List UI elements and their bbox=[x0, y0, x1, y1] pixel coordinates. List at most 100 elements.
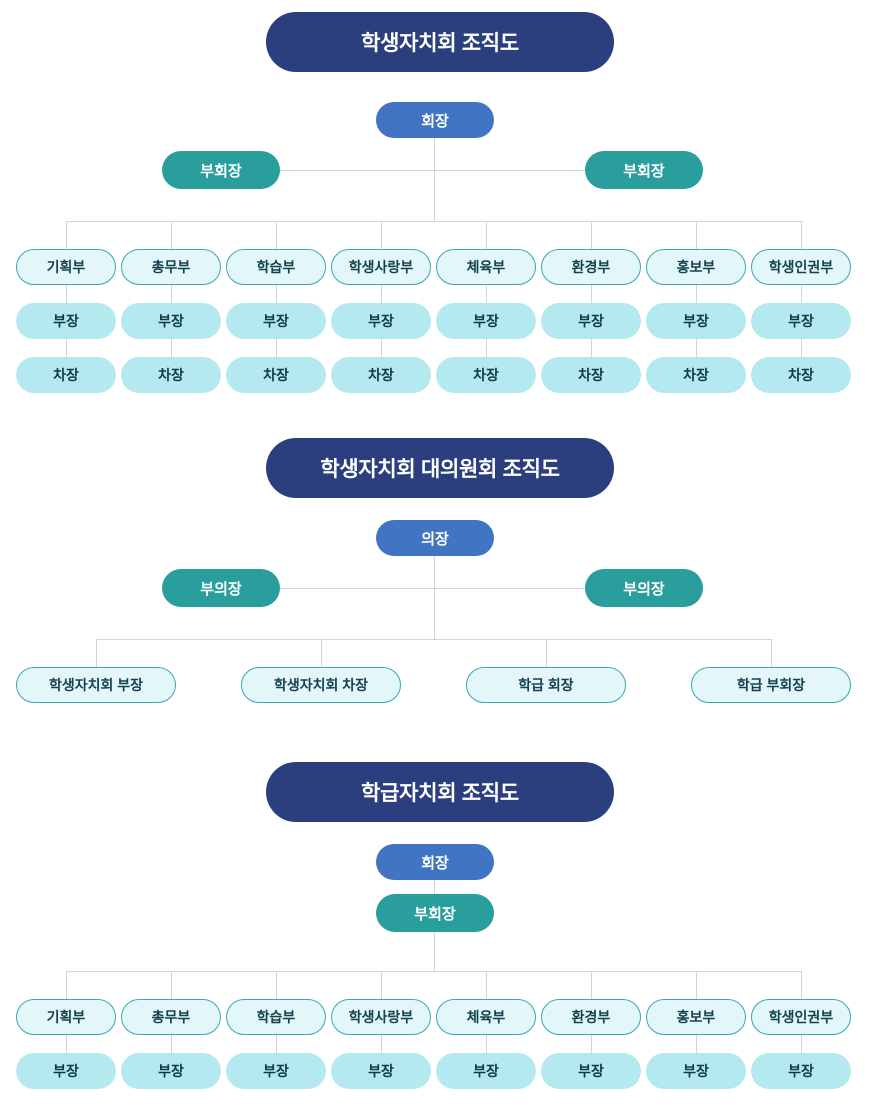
node-class-role-bujang[interactable]: 부장 bbox=[436, 1053, 536, 1089]
connector-class-dept-to-bujang bbox=[591, 1035, 592, 1053]
node-role-chajang[interactable]: 차장 bbox=[121, 357, 221, 393]
connector-bujang-to-chajang bbox=[276, 339, 277, 357]
connector-president-down bbox=[434, 138, 435, 170]
node-class-role-bujang[interactable]: 부장 bbox=[646, 1053, 746, 1089]
section-title-representative-council: 학생자치회 대의원회 조직도 bbox=[266, 438, 614, 498]
section-title-student-council: 학생자치회 조직도 bbox=[266, 12, 614, 72]
connector-class-dept-to-bujang bbox=[696, 1035, 697, 1053]
connector-dept-drop bbox=[801, 221, 802, 249]
node-department[interactable]: 학습부 bbox=[226, 249, 326, 285]
node-role-bujang[interactable]: 부장 bbox=[16, 303, 116, 339]
connector-class-dept-to-bujang bbox=[276, 1035, 277, 1053]
connector-class-dept-to-bujang bbox=[66, 1035, 67, 1053]
connector-down-to-dept-bus bbox=[434, 170, 435, 221]
node-class-role-bujang[interactable]: 부장 bbox=[16, 1053, 116, 1089]
node-role-bujang[interactable]: 부장 bbox=[541, 303, 641, 339]
node-role-bujang[interactable]: 부장 bbox=[436, 303, 536, 339]
node-class-department[interactable]: 학생사랑부 bbox=[331, 999, 431, 1035]
connector-member-drop bbox=[771, 639, 772, 667]
node-department[interactable]: 학생인권부 bbox=[751, 249, 851, 285]
node-role-bujang[interactable]: 부장 bbox=[121, 303, 221, 339]
connector-dept-to-bujang bbox=[381, 285, 382, 303]
connector-dept-drop bbox=[66, 221, 67, 249]
node-vice-president-left[interactable]: 부회장 bbox=[162, 151, 280, 189]
connector-dept-to-bujang bbox=[591, 285, 592, 303]
node-role-chajang[interactable]: 차장 bbox=[226, 357, 326, 393]
connector-member-drop bbox=[546, 639, 547, 667]
connector-class-dept-drop bbox=[591, 971, 592, 999]
node-role-chajang[interactable]: 차장 bbox=[751, 357, 851, 393]
node-class-department[interactable]: 총무부 bbox=[121, 999, 221, 1035]
connector-dept-drop bbox=[381, 221, 382, 249]
connector-dept-drop bbox=[591, 221, 592, 249]
node-class-department[interactable]: 체육부 bbox=[436, 999, 536, 1035]
node-role-bujang[interactable]: 부장 bbox=[751, 303, 851, 339]
node-member[interactable]: 학생자치회 부장 bbox=[16, 667, 176, 703]
node-department[interactable]: 환경부 bbox=[541, 249, 641, 285]
connector-member-drop bbox=[321, 639, 322, 667]
connector-member-bus bbox=[96, 639, 772, 640]
node-class-role-bujang[interactable]: 부장 bbox=[121, 1053, 221, 1089]
connector-bujang-to-chajang bbox=[381, 339, 382, 357]
connector-bujang-to-chajang bbox=[801, 339, 802, 357]
node-class-department[interactable]: 학습부 bbox=[226, 999, 326, 1035]
connector-dept-to-bujang bbox=[801, 285, 802, 303]
connector-dept-drop bbox=[276, 221, 277, 249]
connector-class-dept-drop bbox=[801, 971, 802, 999]
node-class-department[interactable]: 기획부 bbox=[16, 999, 116, 1035]
node-president[interactable]: 회장 bbox=[376, 102, 494, 138]
node-class-role-bujang[interactable]: 부장 bbox=[541, 1053, 641, 1089]
connector-vice-to-dept-bus bbox=[434, 932, 435, 971]
connector-chair-down bbox=[434, 556, 435, 588]
node-role-chajang[interactable]: 차장 bbox=[541, 357, 641, 393]
node-class-role-bujang[interactable]: 부장 bbox=[331, 1053, 431, 1089]
node-chairperson[interactable]: 의장 bbox=[376, 520, 494, 556]
connector-down-to-member-bus bbox=[434, 588, 435, 639]
node-department[interactable]: 총무부 bbox=[121, 249, 221, 285]
connector-dept-to-bujang bbox=[171, 285, 172, 303]
node-department[interactable]: 체육부 bbox=[436, 249, 536, 285]
node-role-chajang[interactable]: 차장 bbox=[646, 357, 746, 393]
connector-class-department-bus bbox=[66, 971, 802, 972]
connector-department-bus bbox=[66, 221, 802, 222]
node-role-bujang[interactable]: 부장 bbox=[226, 303, 326, 339]
node-department[interactable]: 학생사랑부 bbox=[331, 249, 431, 285]
connector-bujang-to-chajang bbox=[696, 339, 697, 357]
node-role-chajang[interactable]: 차장 bbox=[436, 357, 536, 393]
connector-dept-to-bujang bbox=[66, 285, 67, 303]
node-class-role-bujang[interactable]: 부장 bbox=[226, 1053, 326, 1089]
node-role-chajang[interactable]: 차장 bbox=[16, 357, 116, 393]
node-vice-chairperson-left[interactable]: 부의장 bbox=[162, 569, 280, 607]
node-role-bujang[interactable]: 부장 bbox=[331, 303, 431, 339]
connector-dept-to-bujang bbox=[486, 285, 487, 303]
connector-class-dept-drop bbox=[171, 971, 172, 999]
connector-class-dept-to-bujang bbox=[801, 1035, 802, 1053]
node-class-department[interactable]: 학생인권부 bbox=[751, 999, 851, 1035]
node-member[interactable]: 학생자치회 차장 bbox=[241, 667, 401, 703]
node-member[interactable]: 학급 부회장 bbox=[691, 667, 851, 703]
connector-bujang-to-chajang bbox=[591, 339, 592, 357]
node-class-vice-president[interactable]: 부회장 bbox=[376, 894, 494, 932]
node-role-chajang[interactable]: 차장 bbox=[331, 357, 431, 393]
node-department[interactable]: 홍보부 bbox=[646, 249, 746, 285]
connector-dept-drop bbox=[696, 221, 697, 249]
connector-class-dept-drop bbox=[381, 971, 382, 999]
connector-class-dept-to-bujang bbox=[486, 1035, 487, 1053]
node-class-president[interactable]: 회장 bbox=[376, 844, 494, 880]
connector-class-president-to-vice bbox=[434, 880, 435, 894]
connector-bujang-to-chajang bbox=[66, 339, 67, 357]
node-vice-president-right[interactable]: 부회장 bbox=[585, 151, 703, 189]
node-class-role-bujang[interactable]: 부장 bbox=[751, 1053, 851, 1089]
node-class-department[interactable]: 환경부 bbox=[541, 999, 641, 1035]
node-member[interactable]: 학급 회장 bbox=[466, 667, 626, 703]
connector-class-dept-drop bbox=[696, 971, 697, 999]
connector-dept-drop bbox=[486, 221, 487, 249]
connector-class-dept-drop bbox=[276, 971, 277, 999]
node-department[interactable]: 기획부 bbox=[16, 249, 116, 285]
node-role-bujang[interactable]: 부장 bbox=[646, 303, 746, 339]
node-class-department[interactable]: 홍보부 bbox=[646, 999, 746, 1035]
node-vice-chairperson-right[interactable]: 부의장 bbox=[585, 569, 703, 607]
connector-class-dept-drop bbox=[66, 971, 67, 999]
connector-class-dept-to-bujang bbox=[171, 1035, 172, 1053]
